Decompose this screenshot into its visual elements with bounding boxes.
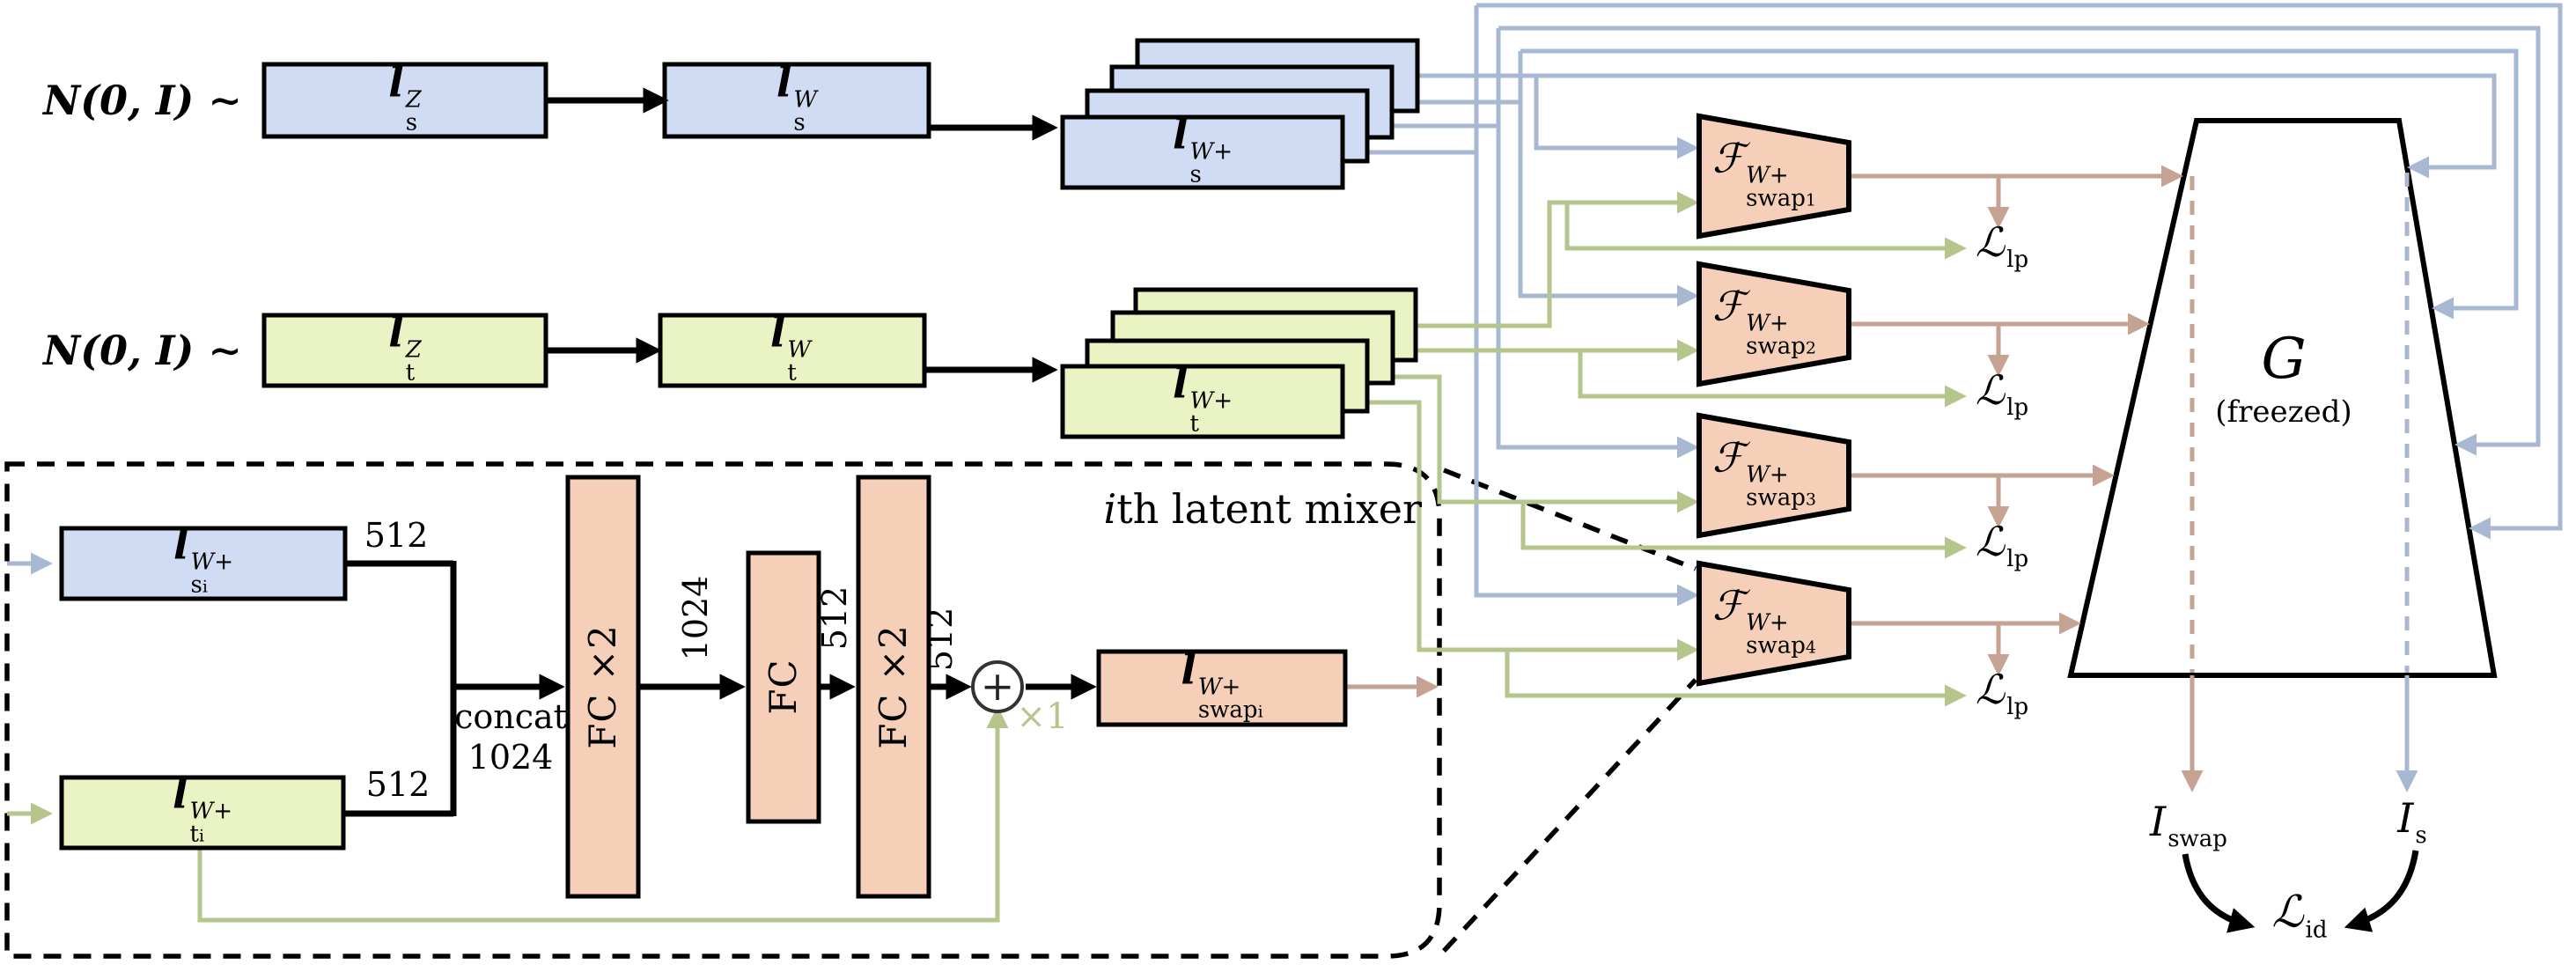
fc2-out-dim: 512	[815, 586, 854, 651]
concat-dim-label: 1024	[467, 738, 554, 777]
add-icon: +	[980, 662, 1015, 710]
swapped-latent-routing	[1345, 165, 2183, 698]
arrow-iswap-to-lid	[2182, 853, 2256, 933]
swapper-3-trapezoid	[1696, 412, 1851, 539]
fc2-label: FC	[762, 659, 805, 715]
fc3-label: FC ×2	[872, 624, 915, 749]
flow-line	[1474, 5, 1699, 607]
lt-w-box	[658, 313, 927, 388]
mixer-title: ith latent mixer	[1103, 485, 1422, 533]
ls-z-box	[261, 62, 548, 139]
flow-line	[1343, 400, 1699, 661]
flow-line	[1505, 650, 1967, 707]
generator-trapezoid	[2067, 118, 2498, 678]
flow-line	[1367, 374, 1699, 513]
flow-line	[1416, 191, 1699, 328]
flow-line	[1518, 51, 1699, 307]
swapper-4-trapezoid	[1696, 560, 1851, 687]
flow-line	[1476, 3, 2563, 540]
fc3-out-dim: 512	[921, 607, 960, 672]
lt-wplus-stack-front	[1060, 364, 1345, 439]
generator-state-label: (freezed)	[2215, 394, 2352, 430]
mixer-fc2-box	[746, 550, 821, 824]
source-sampling-label: N(0, I) ∼	[43, 77, 242, 124]
flow-line	[1534, 76, 1699, 159]
source-latent-routing	[7, 3, 2563, 607]
flow-line	[1498, 26, 2541, 456]
flow-line	[1564, 203, 1967, 260]
flow-line	[1417, 73, 2497, 179]
latent-mixer-dashed-border	[4, 461, 1698, 959]
mixer-border	[4, 461, 1442, 959]
arrow-is-to-lid	[2344, 850, 2419, 932]
generator-label: G	[2261, 327, 2307, 392]
target-sampling-label: N(0, I) ∼	[43, 327, 242, 374]
swapper-2-trapezoid	[1696, 261, 1851, 387]
ls-wplus-stack-front	[1060, 114, 1345, 190]
fc1-out-dim: 1024	[676, 575, 715, 661]
mixer-dim-source: 512	[364, 516, 429, 555]
flow-line	[1578, 350, 1967, 408]
target-latent-routing	[7, 191, 1967, 923]
add-node-circle	[971, 660, 1024, 713]
flow-line	[1496, 28, 1699, 459]
fc1-label: FC ×2	[581, 624, 624, 749]
mixer-lswap-box	[1096, 649, 1348, 727]
black-connectors	[343, 87, 2419, 933]
residual-scale-label: ×1	[1016, 696, 1069, 737]
callout-diagonal-bottom	[1441, 678, 1698, 953]
generator-block	[2067, 118, 2498, 792]
mixer-fc1-box	[565, 475, 641, 899]
latent-boxes	[59, 38, 1851, 899]
callout-diagonal-top	[1442, 468, 1697, 571]
flow-line	[1520, 48, 2519, 320]
lt-z-box	[261, 313, 548, 388]
flow-line	[1520, 502, 1967, 559]
mixer-dim-target: 512	[365, 765, 431, 804]
swapper-1-trapezoid	[1696, 113, 1851, 239]
concat-label: concat	[454, 697, 567, 736]
mixer-residual-line	[197, 706, 1009, 923]
